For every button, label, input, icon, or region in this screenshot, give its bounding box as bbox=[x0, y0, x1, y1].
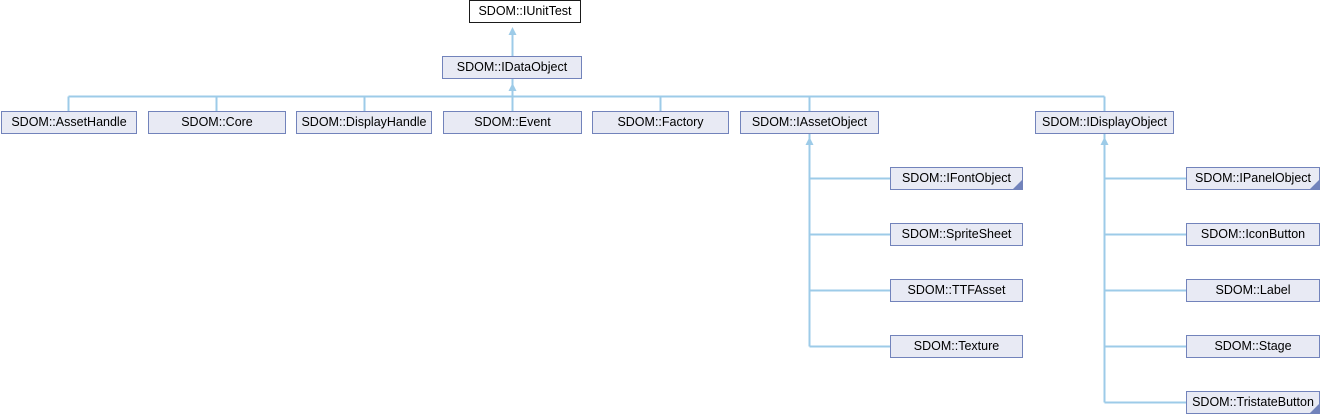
node-label: SDOM::IPanelObject bbox=[1194, 171, 1311, 185]
node-label: SDOM::IconButton bbox=[1200, 227, 1306, 241]
arrowhead-iassetobject bbox=[805, 137, 814, 145]
node-stage[interactable]: SDOM::Stage bbox=[1186, 335, 1320, 358]
node-iconbutton[interactable]: SDOM::IconButton bbox=[1186, 223, 1320, 246]
node-assethandle[interactable]: SDOM::AssetHandle bbox=[1, 111, 137, 134]
node-core[interactable]: SDOM::Core bbox=[148, 111, 286, 134]
node-label: SDOM::AssetHandle bbox=[11, 115, 127, 129]
node-label: SDOM::Event bbox=[474, 115, 551, 129]
node-ipanelobject[interactable]: SDOM::IPanelObject bbox=[1186, 167, 1320, 190]
node-label: SDOM::DisplayHandle bbox=[301, 115, 427, 129]
node-label: SDOM::TristateButton bbox=[1192, 395, 1314, 409]
node-tristatebutton[interactable]: SDOM::TristateButton bbox=[1186, 391, 1320, 414]
node-label: SDOM::Label bbox=[1215, 283, 1291, 297]
node-idisplayobject[interactable]: SDOM::IDisplayObject bbox=[1035, 111, 1174, 134]
node-displayhandle[interactable]: SDOM::DisplayHandle bbox=[296, 111, 432, 134]
node-label[interactable]: SDOM::Label bbox=[1186, 279, 1320, 302]
node-idataobject[interactable]: SDOM::IDataObject bbox=[442, 56, 582, 79]
node-event[interactable]: SDOM::Event bbox=[443, 111, 582, 134]
node-spritesheet[interactable]: SDOM::SpriteSheet bbox=[890, 223, 1023, 246]
node-label: SDOM::IAssetObject bbox=[751, 115, 868, 129]
node-texture[interactable]: SDOM::Texture bbox=[890, 335, 1023, 358]
arrowhead-iunittest bbox=[508, 27, 517, 35]
node-label: SDOM::Core bbox=[181, 115, 253, 129]
node-label: SDOM::IFontObject bbox=[901, 171, 1012, 185]
node-label: SDOM::IDataObject bbox=[456, 60, 568, 74]
arrowhead-idataobject bbox=[508, 83, 517, 91]
node-factory[interactable]: SDOM::Factory bbox=[592, 111, 729, 134]
node-label: SDOM::Factory bbox=[617, 115, 704, 129]
node-label: SDOM::SpriteSheet bbox=[901, 227, 1012, 241]
node-label: SDOM::IUnitTest bbox=[478, 4, 572, 18]
node-label: SDOM::Stage bbox=[1214, 339, 1292, 353]
node-label: SDOM::Texture bbox=[913, 339, 1000, 353]
node-ttfasset[interactable]: SDOM::TTFAsset bbox=[890, 279, 1023, 302]
node-iunittest[interactable]: SDOM::IUnitTest bbox=[469, 0, 581, 23]
node-ifontobject[interactable]: SDOM::IFontObject bbox=[890, 167, 1023, 190]
node-iassetobject[interactable]: SDOM::IAssetObject bbox=[740, 111, 879, 134]
node-label: SDOM::TTFAsset bbox=[907, 283, 1006, 297]
node-label: SDOM::IDisplayObject bbox=[1041, 115, 1168, 129]
arrowhead-idisplayobject bbox=[1100, 137, 1109, 145]
